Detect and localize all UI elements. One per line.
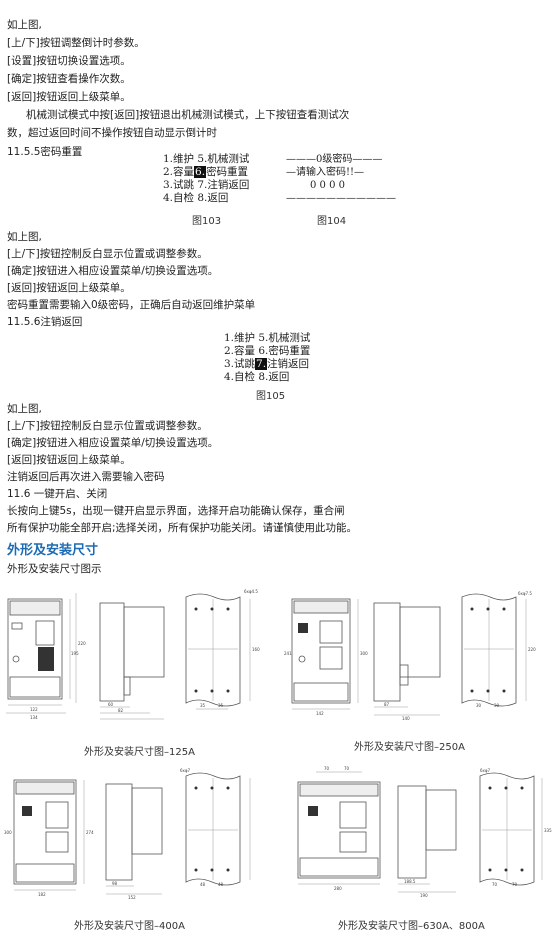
dimension-label: 190 xyxy=(420,893,428,898)
dimension-label: 300 xyxy=(4,830,12,835)
text-line: 如上图, xyxy=(7,231,42,243)
drawing-caption: 外形及安装尺寸图–630A、800A xyxy=(338,921,485,932)
drawing-caption: 外形及安装尺寸图–400A xyxy=(74,921,185,932)
dimension-label: 82 xyxy=(118,708,124,713)
section-heading: 外形及安装尺寸 xyxy=(7,543,99,558)
lcd-screen-105: 1.维护 5.机械测试 2.容量 6.密码重置 3.试跳7.注销返回 4.自检 … xyxy=(224,332,311,383)
dimension-label: 182 xyxy=(38,892,46,897)
dimension-label: 6xφ4.5 xyxy=(244,589,258,594)
dimension-label: 48 xyxy=(200,882,206,887)
dimension-label: 122 xyxy=(30,707,38,712)
text-line: 数，超过返回时间不操作按钮自动显示倒计时 xyxy=(7,127,217,139)
dimension-label: 98 xyxy=(112,881,118,886)
text-line: [确定]按钮进入相应设置菜单/切换设置选项。 xyxy=(7,437,219,449)
section-subheading: 外形及安装尺寸图示 xyxy=(7,563,102,575)
dimension-drawing-630a-800a: 6xφ7 70 70 280 188.5 190 335 70 70 xyxy=(297,766,552,898)
text-line: [上/下]按钮控制反白显示位置或调整参数。 xyxy=(7,420,208,432)
text-line: 所有保护功能全部开启;选择关闭，所有保护功能关闭。请谨慎使用此功能。 xyxy=(7,522,358,534)
highlight: 6. xyxy=(194,166,207,178)
lcd-screen-103: 1.维护 5.机械测试 2.容量6.密码重置 3.试跳 7.注销返回 4.自检 … xyxy=(163,153,250,204)
dimension-label: 152 xyxy=(128,895,136,900)
text-line: [确定]按钮进入相应设置菜单/切换设置选项。 xyxy=(7,265,219,277)
text-line: 如上图, xyxy=(7,403,42,415)
dimension-label: 35 xyxy=(200,703,206,708)
dimension-label: 134 xyxy=(30,715,38,720)
dimension-label: 195 xyxy=(71,651,79,656)
text-line: [上/下]按钮调整倒计时参数。 xyxy=(7,37,145,49)
text-line: 长按向上键5s，出现一键开启显示界面，选择开启功能确认保存，重合闸 xyxy=(7,505,345,517)
section-number: 11.5.5密码重置 xyxy=(7,146,83,158)
text-line: 机械测试模式中按[返回]按钮退出机械测试模式，上下按钮查看测试次 xyxy=(26,109,350,121)
dimension-label: 30 xyxy=(494,703,500,708)
dimension-label: 220 xyxy=(78,641,86,646)
highlight: 7. xyxy=(255,358,268,370)
dimension-label: 70 xyxy=(492,882,498,887)
dimension-label: 140 xyxy=(402,716,410,721)
dimension-label: 160 xyxy=(252,647,260,652)
dimension-label: 274 xyxy=(86,830,94,835)
dimension-drawing-400a: 6xφ7 182 98 152 300 274 48 48 xyxy=(4,768,251,900)
dimension-label: 6xφ7 xyxy=(480,768,491,773)
dimension-label: 280 xyxy=(334,886,342,891)
text-line: [上/下]按钮控制反白显示位置或调整参数。 xyxy=(7,248,208,260)
drawing-caption: 外形及安装尺寸图–125A xyxy=(84,747,195,758)
figure-caption: 图104 xyxy=(317,216,347,227)
text-line: 注销返回后再次进入需要输入密码 xyxy=(7,471,165,483)
dimension-label: 142 xyxy=(316,711,324,716)
dimension-label: 87 xyxy=(384,702,390,707)
dimension-drawing-125a: 6xφ4.5 122 134 60 82 220 195 160 35 35 xyxy=(6,589,260,720)
figure-caption: 图103 xyxy=(192,216,222,227)
dimension-label: 70 xyxy=(324,766,330,771)
dimension-label: 60 xyxy=(108,702,114,707)
text-line: [返回]按钮返回上级菜单。 xyxy=(7,454,131,466)
dimension-label: 35 xyxy=(218,703,224,708)
dimension-label: 70 xyxy=(512,882,518,887)
figure-caption: 图105 xyxy=(256,391,286,402)
dimension-label: 30 xyxy=(476,703,482,708)
text-line: 如上图, xyxy=(7,19,42,31)
dimension-label: 6xφ7 xyxy=(180,768,191,773)
section-number: 11.6 一键开启、关闭 xyxy=(7,488,108,500)
dimension-label: 70 xyxy=(344,766,350,771)
dimension-label: 300 xyxy=(360,651,368,656)
dimension-label: 241 xyxy=(284,651,292,656)
dimension-label: 188.5 xyxy=(404,879,416,884)
text-line: 密码重置需要输入0级密码，正确后自动返回维护菜单 xyxy=(7,299,256,311)
dimension-label: 48 xyxy=(218,882,224,887)
dimension-drawing-250a: 6xφ7.5 142 87 140 241 300 220 30 30 xyxy=(284,591,536,721)
text-line: [返回]按钮返回上级菜单。 xyxy=(7,91,131,103)
dimension-label: 335 xyxy=(544,828,552,833)
dimension-label: 6xφ7.5 xyxy=(518,591,532,596)
dimension-label: 220 xyxy=(528,647,536,652)
drawing-caption: 外形及安装尺寸图–250A xyxy=(354,742,465,753)
text-line: [返回]按钮返回上级菜单。 xyxy=(7,282,131,294)
section-number: 11.5.6注销返回 xyxy=(7,316,83,328)
lcd-screen-104: ———0级密码——— —请输入密码!!— 0 0 0 0 ——————————— xyxy=(280,151,396,207)
text-line: [确定]按钮查看操作次数。 xyxy=(7,73,131,85)
text-line: [设置]按钮切换设置选项。 xyxy=(7,55,131,67)
